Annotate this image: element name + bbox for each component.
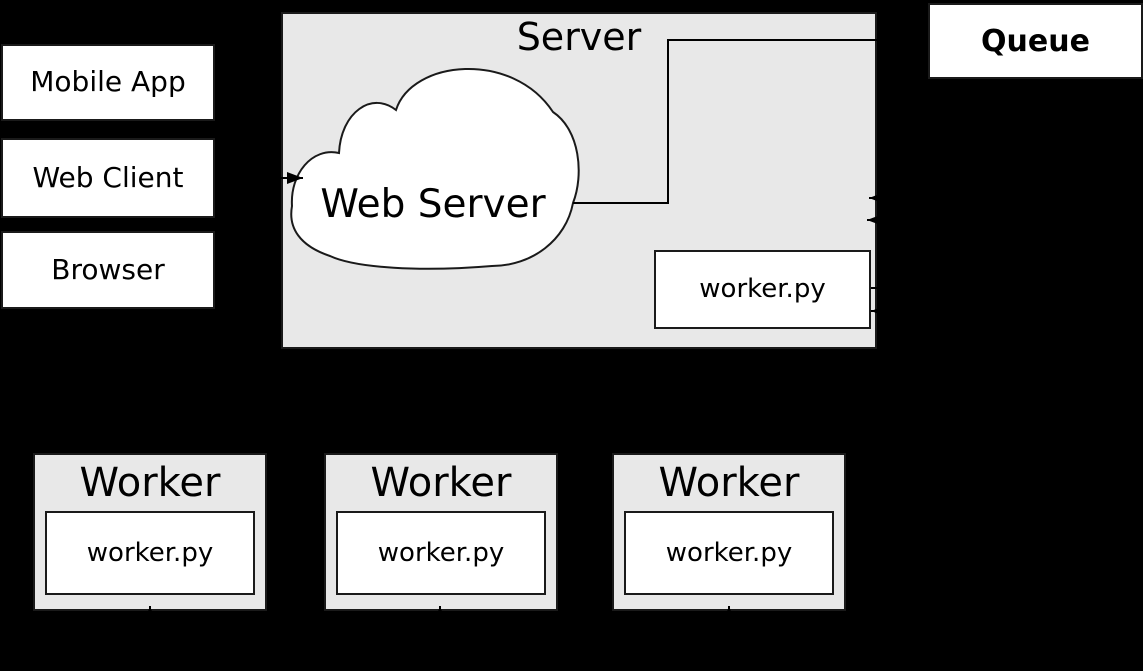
worker-container-2: Worker worker.py (324, 453, 558, 611)
edge-mobileapp-to-webserver (215, 81, 263, 178)
worker-workerpy-node: worker.py (624, 511, 834, 595)
mobile-app-node (1, 44, 215, 121)
mobile-app-label: Mobile App (30, 65, 186, 99)
server-workerpy-node (654, 250, 871, 329)
queue-node (928, 3, 1143, 79)
worker-workerpy-node: worker.py (45, 511, 255, 595)
worker-workerpy-node: worker.py (336, 511, 546, 595)
edge-browser-to-webserver (215, 178, 263, 272)
worker-title: Worker (79, 460, 221, 506)
queue-label: Queue (981, 23, 1090, 59)
worker-title: Worker (658, 460, 800, 506)
worker-container-3: Worker worker.py (612, 453, 846, 611)
worker-container-1: Worker worker.py (33, 453, 267, 611)
web-client-label: Web Client (32, 160, 184, 194)
server-title: Server (516, 15, 642, 60)
worker-title: Worker (370, 460, 512, 506)
server-workerpy-label: worker.py (699, 274, 826, 305)
web-client-node (1, 138, 215, 218)
browser-label: Browser (51, 252, 165, 286)
browser-node (1, 231, 215, 309)
web-server-label: Web Server (320, 181, 546, 227)
